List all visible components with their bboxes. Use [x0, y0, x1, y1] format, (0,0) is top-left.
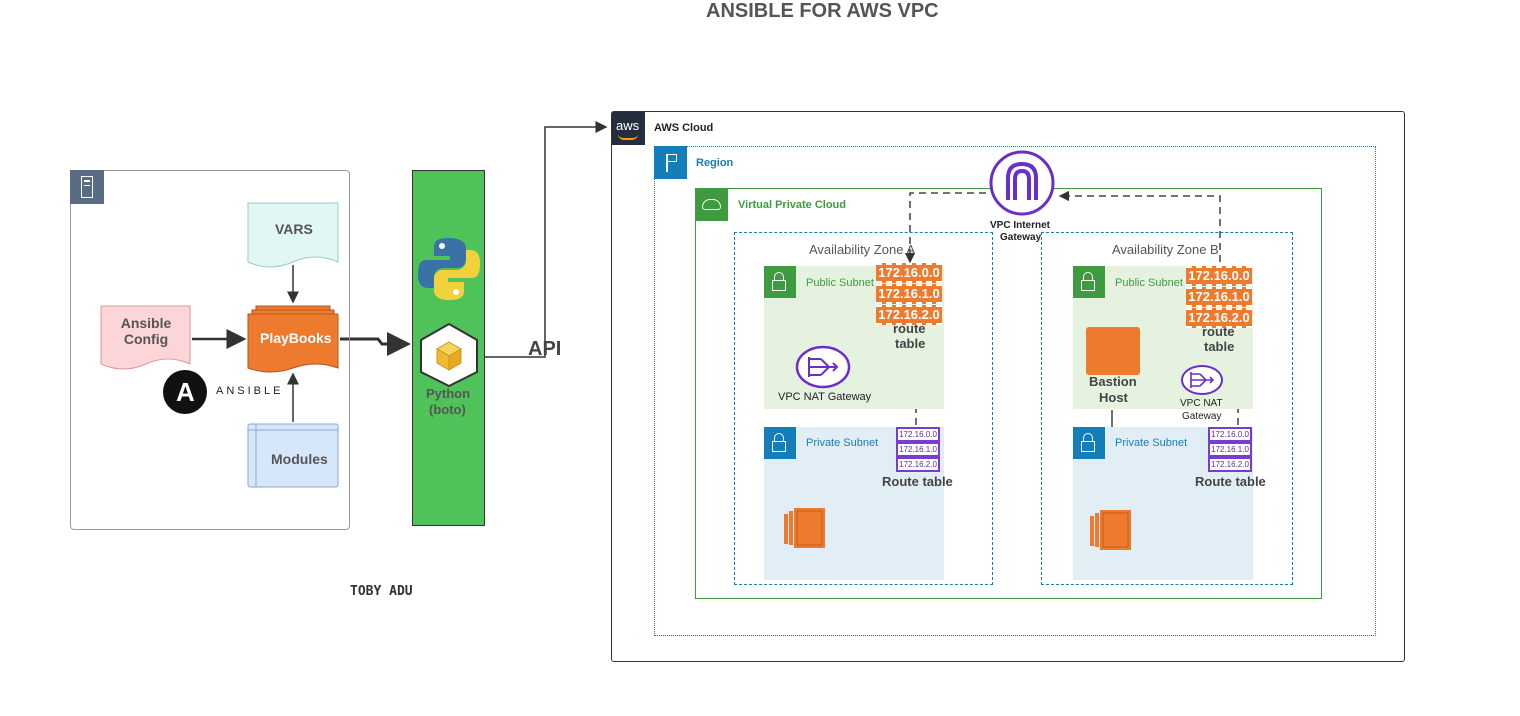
- playbooks-label: PlayBooks: [260, 330, 332, 346]
- zone-b-private-route-table-label: Route table: [1195, 474, 1266, 489]
- zone-b-nat-label-1: VPC NAT: [1180, 398, 1223, 409]
- vpc-label: Virtual Private Cloud: [738, 199, 846, 211]
- availability-zone-b: [1041, 232, 1293, 585]
- aws-logo-text: aws: [616, 118, 640, 133]
- author-label: TOBY ADU: [350, 584, 413, 599]
- server-icon: [70, 170, 104, 204]
- ansible-config-label: Ansible Config: [120, 315, 172, 347]
- nat-gateway-icon: [1180, 364, 1224, 396]
- ansible-logo-icon: A: [163, 370, 207, 414]
- zone-b-private-subnet-label: Private Subnet: [1115, 437, 1188, 449]
- python-label-2: (boto): [429, 402, 466, 417]
- ansible-logo-text: ANSIBLE: [216, 385, 284, 397]
- zone-a-private-route-table-label: Route table: [882, 474, 953, 489]
- igw-label-2: Gateway: [1000, 232, 1042, 243]
- boto-box-icon: [419, 322, 479, 388]
- region-label: Region: [696, 157, 734, 169]
- zone-b-route-table-label-2: table: [1204, 339, 1235, 354]
- python-label-1: Python: [426, 386, 471, 401]
- internet-gateway-icon: [988, 150, 1056, 216]
- zone-a-route-table-label-2: table: [895, 336, 926, 351]
- route-entry: 172.16.1.0: [1208, 442, 1252, 457]
- python-logo-icon: [416, 236, 482, 302]
- region-group: [654, 146, 1376, 636]
- route-entry: 172.16.1.0: [896, 442, 940, 457]
- route-entry: 172.16.2.0: [896, 457, 940, 472]
- bastion-host-icon: [1086, 327, 1140, 375]
- ec2-instance-icon: [1090, 508, 1132, 550]
- nat-gateway-icon: [795, 345, 851, 389]
- page-title: ANSIBLE FOR AWS VPC: [706, 0, 939, 22]
- modules-label: Modules: [271, 451, 328, 467]
- lock-icon: [1073, 266, 1105, 298]
- bastion-label-2: Host: [1099, 390, 1128, 405]
- availability-zone-a: [734, 232, 993, 585]
- zone-b-label: Availability Zone B: [1112, 242, 1219, 257]
- zone-b-public-subnet-label: Public Subnet: [1115, 277, 1183, 289]
- vars-label: VARS: [275, 221, 313, 237]
- region-flag-icon: [654, 146, 687, 179]
- bastion-label-1: Bastion: [1089, 374, 1137, 389]
- aws-cloud-group: [611, 111, 1405, 662]
- lock-icon: [764, 266, 796, 298]
- zone-b-nat-label-2: Gateway: [1182, 411, 1222, 422]
- zone-a-private-subnet-label: Private Subnet: [806, 437, 879, 449]
- route-entry: 172.16.1.0: [876, 284, 942, 304]
- route-entry: 172.16.1.0: [1186, 287, 1252, 307]
- route-entry: 172.16.0.0: [896, 427, 940, 442]
- ec2-instance-icon: [784, 506, 826, 548]
- route-entry: 172.16.0.0: [1186, 266, 1252, 286]
- api-label: API: [528, 338, 562, 360]
- route-entry: 172.16.2.0: [876, 305, 942, 325]
- lock-icon: [1073, 427, 1105, 459]
- ansible-control-node: [70, 170, 350, 530]
- zone-a-public-subnet-label: Public Subnet: [806, 277, 874, 289]
- igw-label-1: VPC Internet: [990, 220, 1051, 231]
- route-entry: 172.16.0.0: [1208, 427, 1252, 442]
- lock-icon: [764, 427, 796, 459]
- route-entry: 172.16.2.0: [1208, 457, 1252, 472]
- aws-logo-icon: aws: [612, 112, 645, 145]
- vpc-cloud-icon: [695, 188, 728, 221]
- route-entry: 172.16.2.0: [1186, 308, 1252, 328]
- zone-b-route-table-label-1: route: [1202, 324, 1235, 339]
- zone-a-route-table-label-1: route: [893, 321, 926, 336]
- zone-a-label: Availability Zone A: [809, 242, 915, 257]
- zone-a-nat-label: VPC NAT Gateway: [778, 391, 872, 403]
- route-entry: 172.16.0.0: [876, 263, 942, 283]
- aws-cloud-label: AWS Cloud: [654, 122, 714, 134]
